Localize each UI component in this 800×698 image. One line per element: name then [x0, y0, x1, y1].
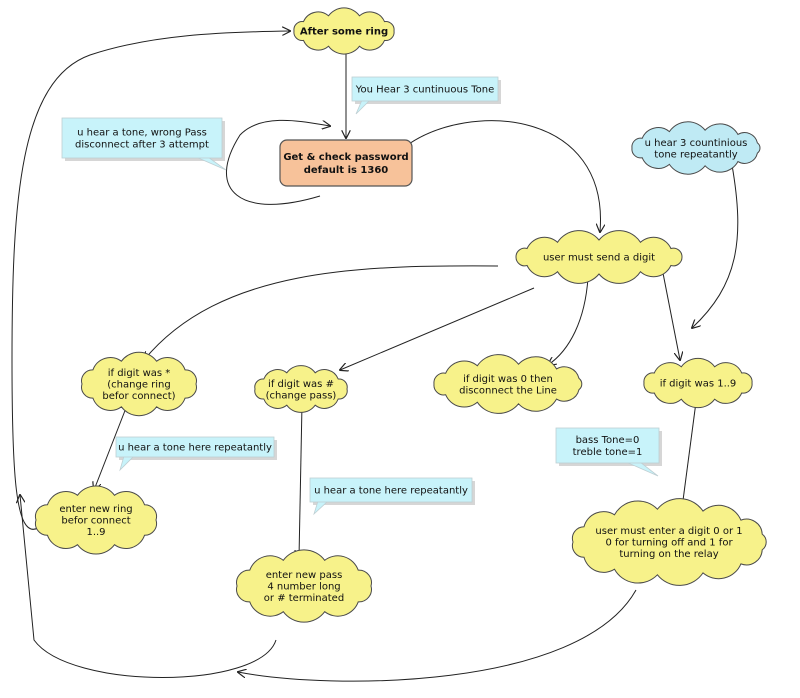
callout-tone-here-1: u hear a tone here repeatantly: [115, 436, 277, 472]
node-new-pass-line-3: or # terminated: [264, 593, 344, 604]
node-one-nine: if digit was 1..9: [643, 357, 753, 409]
node-star-line-1: if digit was *: [108, 368, 171, 379]
node-new-ring-line-2: befor connect: [61, 516, 130, 527]
edge-relay-return: [238, 589, 637, 682]
node-process-line-1: Get & check password: [283, 152, 408, 163]
node-relay-line-2: 0 for turning off and 1 for: [605, 538, 733, 549]
callout-tone3: You Hear 3 cuntinuous Tone: [351, 76, 501, 115]
edge-repeat-to-one-nine: [692, 164, 739, 328]
node-zero-line-1: if digit was 0 then: [463, 374, 553, 385]
node-after-ring-line-1: After some ring: [300, 27, 388, 38]
node-new-ring-line-1: enter new ring: [59, 504, 132, 515]
node-repeat-tone-line-1: u hear 3 countinious: [645, 138, 748, 149]
edge-one-nine-to-relay: [682, 401, 697, 508]
callout-tone3-line-1: You Hear 3 cuntinuous Tone: [355, 85, 494, 96]
callout-tone-here-1-line-1: u hear a tone here repeatantly: [118, 443, 272, 454]
node-process-line-2: default is 1360: [304, 165, 389, 176]
node-relay-line-1: user must enter a digit 0 or 1: [595, 526, 742, 537]
edge-star-to-new-ring: [94, 407, 127, 490]
edge-hash-to-new-pass: [299, 403, 302, 558]
node-user-digit: user must send a digit: [515, 230, 683, 284]
edge-wrong-pass-loop: [226, 119, 330, 205]
node-new-pass-line-2: 4 number long: [267, 582, 340, 593]
node-after-ring: After some ring: [293, 7, 395, 55]
node-new-ring-line-3: 1..9: [86, 527, 105, 538]
callout-bass-line-2: treble tone=1: [573, 447, 643, 458]
callout-wrong-pass-line-1: u hear a tone, wrong Pass: [77, 128, 207, 139]
node-hash: if digit was #(change pass): [254, 365, 348, 413]
node-zero-line-2: disconnect the Line: [459, 385, 557, 396]
edge-new-pass-return: [20, 495, 277, 678]
node-process: Get & check password default is 1360: [279, 139, 413, 187]
callout-wrong-pass-line-2: disconnect after 3 attempt: [75, 140, 209, 151]
callout-tone-here-2-line-1: u hear a tone here repeatantly: [314, 486, 468, 497]
callout-bass-line-1: bass Tone=0: [576, 435, 640, 446]
edge-digit-to-one-nine: [661, 267, 680, 360]
node-one-nine-line-1: if digit was 1..9: [660, 379, 737, 390]
edge-new-ring-to-ring: [11, 31, 290, 530]
node-hash-line-2: (change pass): [266, 390, 337, 401]
edge-process-to-digit: [405, 120, 601, 232]
node-repeat-tone-line-2: tone repeatantly: [654, 149, 737, 160]
edge-digit-to-zero: [548, 277, 589, 365]
node-star-line-3: befor connect): [102, 391, 175, 402]
node-relay: user must enter a digit 0 or 10 for turn…: [571, 498, 767, 586]
node-user-digit-line-1: user must send a digit: [543, 253, 655, 264]
node-star-line-2: (change ring: [107, 380, 170, 391]
edge-digit-to-hash: [340, 287, 535, 370]
callout-tone-here-2: u hear a tone here repeatantly: [309, 477, 475, 516]
node-relay-line-3: turning on the relay: [619, 549, 718, 560]
node-new-pass-line-1: enter new pass: [266, 570, 343, 581]
node-hash-line-1: if digit was #: [268, 379, 334, 390]
edge-digit-to-star: [144, 265, 499, 360]
